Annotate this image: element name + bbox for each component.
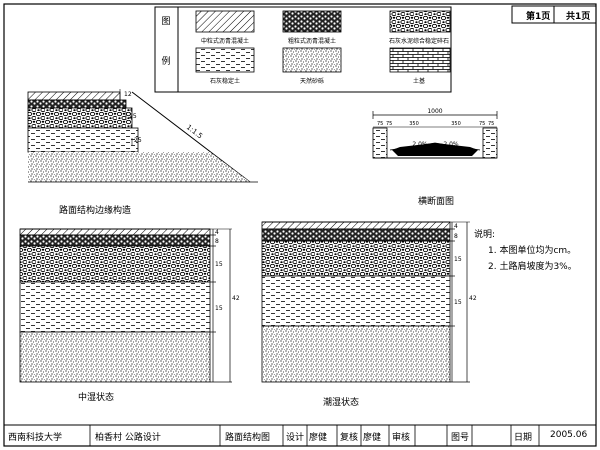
notes: 说明: 1. 本图单位均为cm。 2. 土路肩坡度为3%。	[474, 227, 577, 275]
edge-dim-2: 25	[129, 113, 137, 120]
wet-dim-1: 4	[454, 223, 458, 230]
drawing-no-label: 图号	[451, 433, 470, 443]
legend-label-5: 天然砂砾	[300, 77, 324, 85]
legend-swatch-dense	[282, 10, 342, 33]
cross-slope-right: 2.0%	[443, 141, 459, 148]
legend: 图 例 中粒式沥青混凝土 粗粒式沥青混凝土 石灰水泥综合稳定碎石 石灰稳定土 天…	[154, 6, 452, 93]
legend-swatch-brick	[389, 47, 451, 73]
cross-total-width: 1000	[427, 108, 442, 115]
cross-part-1: 75	[377, 121, 383, 127]
legend-label-6: 土基	[413, 77, 425, 85]
legend-label-2: 粗粒式沥青混凝土	[288, 37, 336, 45]
cross-section: 1000 75 75 350 350 75 75 2.0% 2.0% 横断面图	[372, 108, 498, 207]
cross-part-5: 75	[479, 121, 485, 127]
note-item-2: 2. 土路肩坡度为3%。	[488, 262, 577, 272]
medium-dim-3: 15	[215, 261, 223, 268]
cross-part-3: 350	[409, 121, 419, 127]
wet-dim-3: 15	[454, 256, 462, 263]
edge-detail: 12 25 25 1:1.5 路面结构边缘构造	[27, 89, 258, 216]
approve-label: 审核	[392, 433, 411, 443]
cross-slope-left: 2.0%	[412, 141, 428, 148]
wet-dim-total: 42	[469, 295, 477, 302]
medium-dim-1: 4	[215, 229, 219, 236]
notes-heading: 说明:	[474, 230, 496, 240]
legend-swatch-diagonal	[195, 10, 255, 33]
legend-swatch-dashes	[195, 47, 255, 73]
date-label: 日期	[514, 433, 533, 443]
edge-dim-3: 25	[134, 137, 142, 144]
project-name: 柏香村 公路设计	[95, 433, 161, 443]
legend-swatch-coarse	[389, 10, 451, 33]
wet-dim-2: 8	[454, 233, 458, 240]
legend-title-top: 图	[161, 16, 170, 27]
wet-dim-4: 15	[454, 299, 462, 306]
slope-ratio-label: 1:1.5	[185, 123, 204, 140]
profile-wet: 4 8 15 15 42 潮湿状态	[261, 221, 477, 408]
page-total: 共1页	[566, 12, 591, 22]
review-label: 复核	[340, 433, 359, 443]
design-name: 廖健	[309, 433, 328, 443]
cross-part-4: 350	[451, 121, 461, 127]
legend-label-3: 石灰水泥综合稳定碎石	[389, 37, 449, 45]
drawing-name: 路面结构图	[225, 433, 271, 443]
school-name: 西南科技大学	[8, 433, 63, 443]
page-number-box	[511, 5, 597, 24]
sheet-border	[3, 3, 597, 447]
medium-dim-4: 15	[215, 305, 223, 312]
edge-dim-1: 12	[124, 91, 132, 98]
page-number: 第1页	[526, 12, 551, 22]
cross-part-6: 75	[488, 121, 494, 127]
legend-title-bottom: 例	[161, 55, 170, 67]
legend-swatch-stipple	[282, 47, 342, 73]
medium-dim-total: 42	[232, 295, 240, 302]
profile-wet-caption: 潮湿状态	[323, 396, 359, 408]
legend-label-1: 中粒式沥青混凝土	[201, 37, 249, 45]
cross-part-2: 75	[386, 121, 392, 127]
title-block	[4, 424, 596, 446]
medium-dim-2: 8	[215, 238, 219, 245]
legend-label-4: 石灰稳定土	[210, 77, 240, 85]
date-value: 2005.06	[550, 430, 588, 440]
pavement-section	[392, 143, 478, 156]
cross-section-title: 横断面图	[418, 195, 454, 207]
profile-medium-caption: 中湿状态	[78, 391, 114, 403]
review-name: 廖健	[363, 433, 382, 443]
embankment-slope-line	[131, 91, 251, 183]
profile-medium: 4 8 15 15 42 中湿状态	[19, 228, 240, 403]
design-label: 设计	[286, 433, 305, 443]
edge-detail-title: 路面结构边缘构造	[59, 204, 131, 216]
note-item-1: 1. 本图单位均为cm。	[488, 246, 577, 256]
